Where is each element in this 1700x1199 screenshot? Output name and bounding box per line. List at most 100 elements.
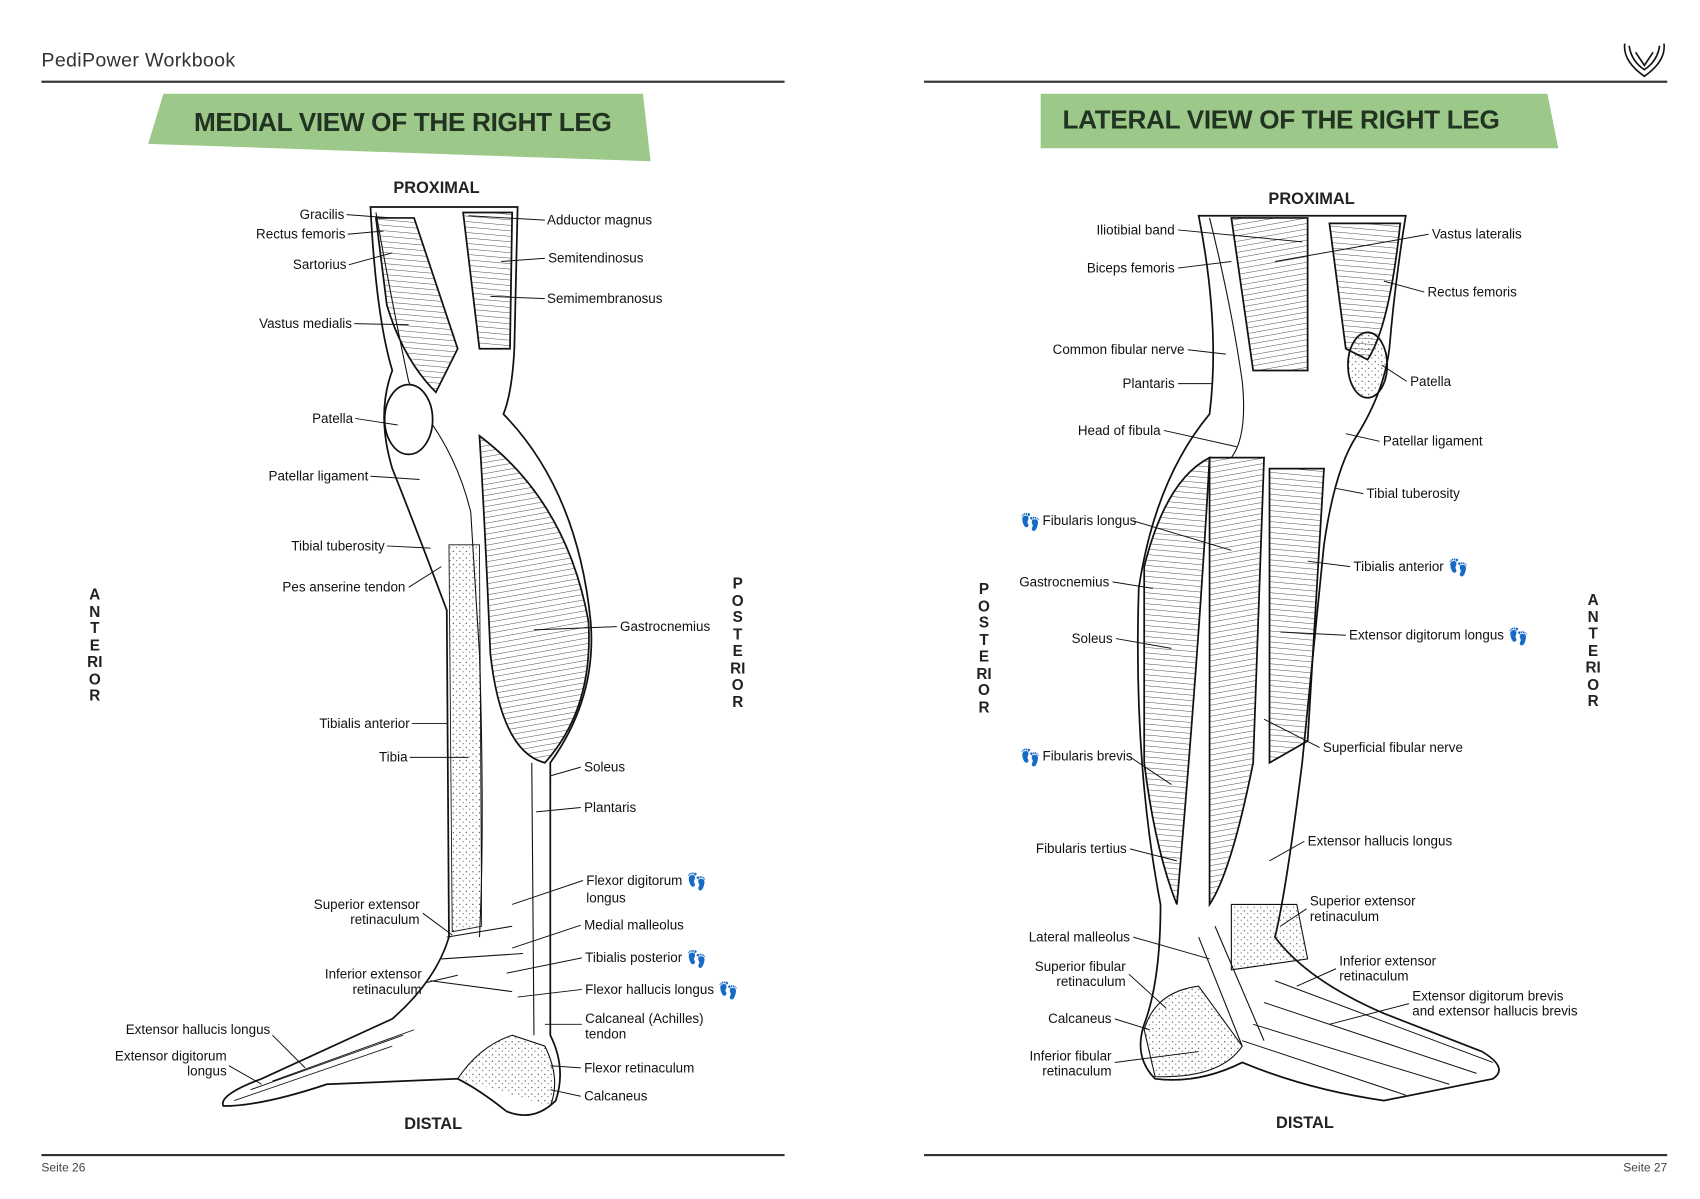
label-fibularis-brevis: 👣Fibularis brevis: [1020, 749, 1133, 766]
label-gracilis: Gracilis: [299, 207, 345, 223]
label-line: Superior extensor: [313, 896, 420, 913]
label-line: retinaculum: [1056, 974, 1126, 990]
label-rectus-femoris: Rectus femoris: [256, 226, 346, 242]
label-line: retinaculum: [1309, 908, 1380, 925]
label-head-of-fibula: Head of fibula: [1077, 422, 1161, 439]
right-distal-label: DISTAL: [1276, 1113, 1334, 1133]
label-line: retinaculum: [352, 981, 422, 998]
label-plantaris-lateral: Plantaris: [1122, 375, 1175, 392]
label-line: and extensor hallucis brevis: [1412, 1003, 1578, 1019]
right-title-banner: [1040, 93, 1559, 149]
label-flexor-digitorum-longus: Flexor digitorum👣 longus: [586, 873, 707, 906]
footer-rule-right: [924, 1153, 1668, 1157]
label-tibialis-posterior: Tibialis posterior👣: [585, 950, 707, 967]
label-fibularis-longus: 👣Fibularis longus: [1020, 513, 1136, 530]
footprint-icon: 👣: [686, 950, 707, 969]
label-patella-lateral: Patella: [1410, 373, 1452, 390]
label-tibialis-anterior-lateral: Tibialis anterior👣: [1353, 559, 1468, 576]
right-page-title: LATERAL VIEW OF THE RIGHT LEG: [1062, 105, 1500, 136]
label-line: longus: [187, 1063, 227, 1079]
footprint-icon: 👣: [1448, 559, 1469, 578]
right-proximal-label: PROXIMAL: [1268, 189, 1355, 209]
label-semitendinosus: Semitendinosus: [548, 250, 644, 266]
label-line: Flexor hallucis longus: [585, 981, 715, 998]
label-soleus-lateral: Soleus: [1071, 630, 1113, 647]
left-proximal-label: PROXIMAL: [393, 178, 480, 198]
label-calcaneus: Calcaneus: [584, 1088, 648, 1104]
right-anterior-label: ANTERIOR: [1585, 590, 1601, 710]
hands-logo-icon: [1620, 41, 1668, 78]
header-rule-right: [924, 80, 1668, 83]
label-extensor-digitorum-longus-lateral: Extensor digitorum longus👣: [1349, 628, 1529, 645]
label-calcaneus-lateral: Calcaneus: [1048, 1011, 1112, 1027]
label-tibia: Tibia: [378, 749, 408, 765]
label-vastus-medialis: Vastus medialis: [259, 316, 352, 332]
label-gastrocnemius-lateral: Gastrocnemius: [1019, 574, 1110, 590]
footprint-icon: 👣: [1019, 748, 1041, 768]
label-biceps-femoris: Biceps femoris: [1086, 260, 1175, 276]
label-flexor-retinaculum: Flexor retinaculum: [584, 1060, 695, 1076]
label-line: Inferior extensor: [1339, 953, 1437, 969]
label-lateral-malleolus: Lateral malleolus: [1028, 929, 1131, 945]
label-tibialis-anterior: Tibialis anterior: [319, 715, 410, 732]
label-line: longus: [586, 890, 626, 906]
footprint-icon: 👣: [1508, 627, 1529, 647]
label-line: tendon: [585, 1026, 627, 1042]
label-line: retinaculum: [1339, 968, 1409, 984]
label-gastrocnemius: Gastrocnemius: [620, 618, 711, 635]
label-line: Flexor digitorum: [586, 872, 683, 889]
header-rule-left: [41, 80, 785, 83]
label-adductor-magnus: Adductor magnus: [547, 212, 653, 228]
label-common-fibular-nerve: Common fibular nerve: [1052, 342, 1185, 358]
label-line: Inferior extensor: [324, 966, 422, 982]
label-patellar-ligament: Patellar ligament: [268, 468, 369, 484]
footprint-icon: 👣: [1019, 513, 1041, 532]
label-line: Fibularis longus: [1042, 513, 1137, 529]
label-extensor-hallucis-longus-lateral: Extensor hallucis longus: [1307, 833, 1453, 849]
label-line: Calcaneal (Achilles): [585, 1011, 704, 1027]
footprint-icon: 👣: [686, 872, 708, 892]
label-patellar-ligament-lateral: Patellar ligament: [1382, 433, 1483, 449]
running-title: PediPower Workbook: [41, 49, 236, 71]
label-flexor-hallucis-longus: Flexor hallucis longus👣: [585, 982, 739, 999]
page-number-right: Seite 27: [1623, 1161, 1668, 1175]
label-line: Superior fibular: [1034, 958, 1126, 975]
label-line: Extensor digitorum brevis: [1412, 988, 1564, 1004]
lateral-leg-drawing: [1136, 214, 1500, 1102]
label-soleus: Soleus: [584, 759, 626, 775]
left-distal-label: DISTAL: [404, 1114, 463, 1134]
label-patella: Patella: [312, 410, 354, 427]
label-semimembranosus: Semimembranosus: [547, 290, 663, 307]
left-posterior-label: POSTERIOR: [730, 574, 746, 710]
medial-leg-drawing: [221, 206, 593, 1116]
label-iliotibial-band: Iliotibial band: [1096, 222, 1175, 238]
label-plantaris: Plantaris: [584, 799, 637, 816]
label-line: retinaculum: [350, 912, 420, 928]
left-leader-lines: [228, 214, 617, 1097]
footer-rule-left: [41, 1153, 785, 1157]
right-posterior-label: POSTERIOR: [976, 579, 992, 716]
footprint-icon: 👣: [718, 981, 739, 1001]
label-line: Inferior fibular: [1029, 1048, 1112, 1064]
label-line: Tibialis posterior: [585, 950, 683, 966]
label-line: Extensor digitorum longus: [1349, 627, 1504, 643]
label-line: Extensor digitorum: [114, 1048, 227, 1064]
label-medial-malleolus: Medial malleolus: [584, 917, 684, 933]
label-line: Tibialis anterior: [1353, 559, 1444, 575]
left-page-title: MEDIAL VIEW OF THE RIGHT LEG: [193, 107, 612, 138]
label-calcaneal-tendon: Calcaneal (Achilles)tendon: [585, 1011, 703, 1042]
left-title-banner: [148, 93, 651, 162]
label-line: Fibularis brevis: [1042, 748, 1133, 764]
label-rectus-femoris-lateral: Rectus femoris: [1427, 284, 1517, 300]
label-sartorius: Sartorius: [292, 257, 347, 273]
label-superficial-fibular-nerve: Superficial fibular nerve: [1322, 739, 1463, 756]
label-fibularis-tertius: Fibularis tertius: [1035, 841, 1127, 857]
